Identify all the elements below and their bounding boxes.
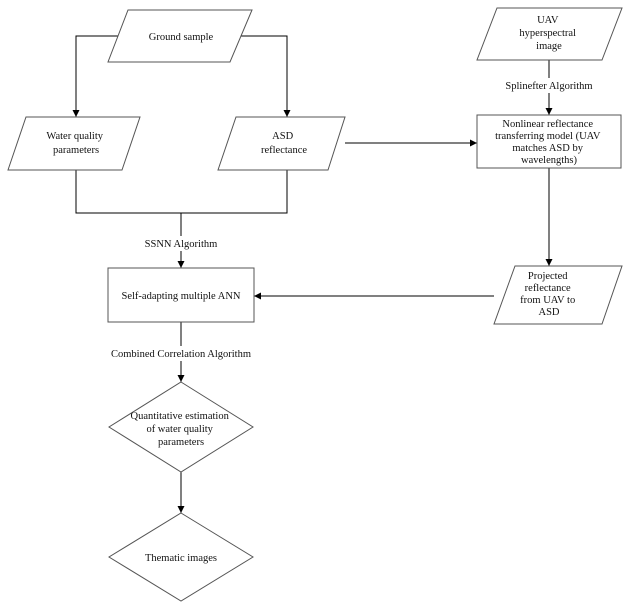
edge-ground-to-asd	[240, 35, 291, 117]
edge-label-spline-filter: Splinefter Algorithm	[505, 81, 592, 92]
node-uav-image-text: UAV hyperspectral image	[519, 15, 578, 52]
node-quantitative-estimation: Quantitative estimation of water quality…	[108, 381, 254, 473]
node-nonlinear-model-shape	[476, 114, 622, 169]
node-self-adapting-ann-text: Self-adapting multiple ANN	[122, 291, 241, 302]
node-ground-sample-text: Ground sample	[149, 32, 214, 43]
node-water-quality-text: Water quality parameters	[46, 131, 105, 156]
node-projected-reflectance-shape	[493, 265, 623, 325]
edge-label-combined-correlation: Combined Correlation Algorithm	[111, 349, 251, 360]
node-ground-sample-shape	[107, 9, 253, 63]
node-asd-reflectance: ASD reflectance	[217, 116, 346, 171]
label-bg-spline	[497, 78, 601, 93]
edge-ground-to-water	[72, 35, 120, 117]
node-asd-reflectance-shape	[217, 116, 346, 171]
node-nonlinear-model-text: Nonlinear reflectance transferring model…	[495, 119, 603, 166]
node-uav-image: UAV hyperspectral image	[476, 7, 623, 61]
edge-merge-bracket	[75, 170, 288, 214]
node-asd-reflectance-text: ASD reflectance	[261, 131, 307, 156]
node-thematic-images-text: Thematic images	[145, 553, 217, 564]
node-water-quality-parameters: Water quality parameters	[7, 116, 141, 171]
node-water-quality-shape	[7, 116, 141, 171]
node-projected-reflectance-text: Projected reflectance from UAV to ASD	[520, 271, 578, 318]
node-thematic-images-shape	[108, 512, 254, 602]
node-self-adapting-ann: Self-adapting multiple ANN	[107, 267, 255, 323]
edge-labels: Splinefter Algorithm SSNN Algorithm Comb…	[99, 78, 601, 361]
node-quantitative-estimation-shape	[108, 381, 254, 473]
edge-label-ssnn: SSNN Algorithm	[145, 239, 218, 250]
node-quantitative-estimation-text: Quantitative estimation of water quality…	[131, 411, 232, 448]
label-bg-combined	[99, 346, 265, 361]
node-self-adapting-ann-shape	[107, 267, 255, 323]
node-thematic-images: Thematic images	[108, 512, 254, 602]
label-bg-ssnn	[133, 236, 229, 251]
node-projected-reflectance: Projected reflectance from UAV to ASD	[493, 265, 623, 325]
node-uav-image-shape	[476, 7, 623, 61]
node-ground-sample: Ground sample	[107, 9, 253, 63]
node-nonlinear-model: Nonlinear reflectance transferring model…	[476, 114, 622, 169]
